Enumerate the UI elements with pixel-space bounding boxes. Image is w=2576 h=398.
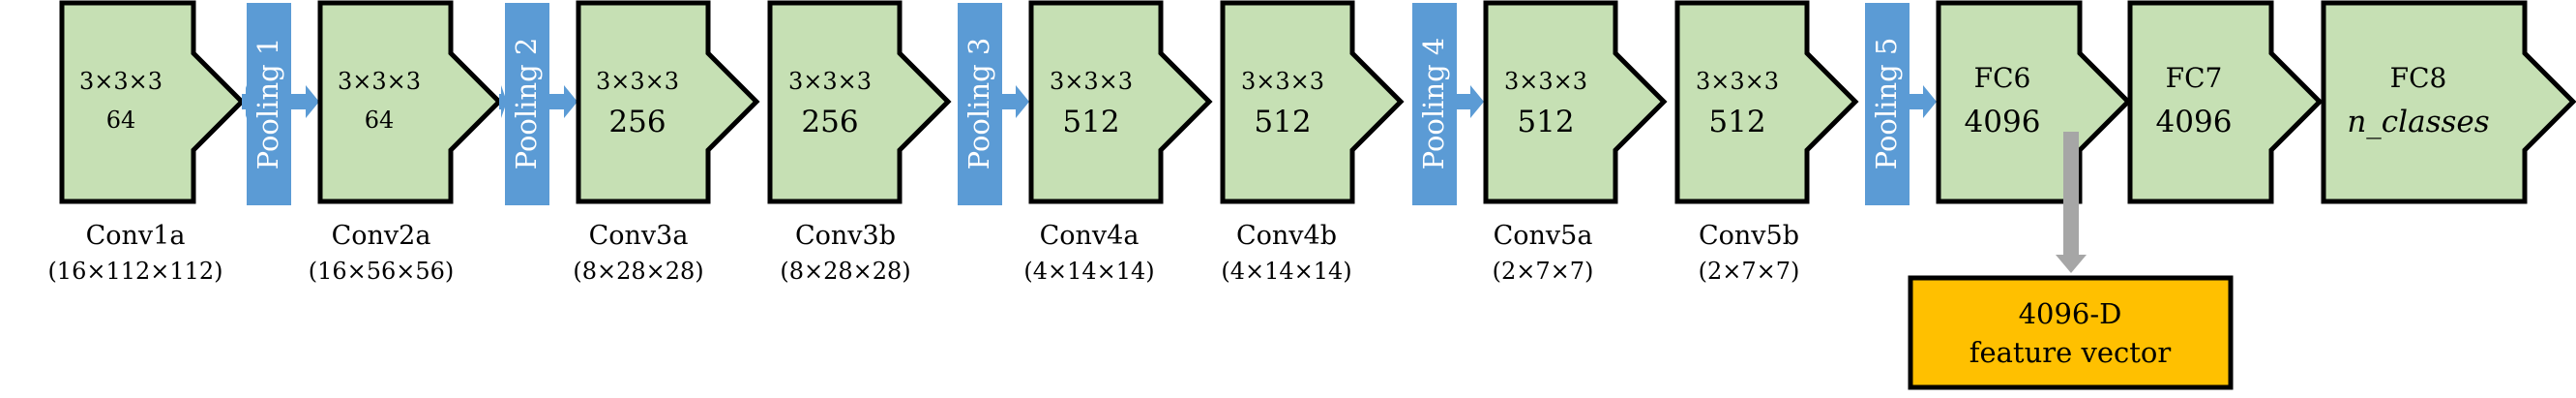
block-conv2a: 3×3×3 64 Conv2a (16×56×56) <box>309 0 503 285</box>
block-conv1a-name: Conv1a <box>86 221 186 251</box>
block-conv4b-channels: 512 <box>1254 105 1311 139</box>
block-conv4b-kernel: 3×3×3 <box>1241 68 1324 95</box>
block-fc7-shape <box>2127 0 2324 204</box>
block-conv5a-channels: 512 <box>1517 105 1574 139</box>
block-conv4b: 3×3×3 512 Conv4b (4×14×14) <box>1220 0 1405 285</box>
arrow-fc6-feature <box>2056 132 2087 273</box>
block-conv2a-kernel: 3×3×3 <box>338 68 421 95</box>
block-conv5b-dims: (2×7×7) <box>1699 258 1800 285</box>
pool-4-label: Pooling 4 <box>1417 38 1450 170</box>
block-conv2a-dims: (16×56×56) <box>309 258 455 285</box>
block-conv3a-channels: 256 <box>608 105 666 139</box>
pool-2: Pooling 2 <box>505 3 549 205</box>
block-conv3b-name: Conv3b <box>795 221 896 251</box>
block-conv5b-shape <box>1674 0 1859 204</box>
block-conv3a-name: Conv3a <box>589 221 689 251</box>
pool-2-label: Pooling 2 <box>510 38 543 170</box>
block-conv5a: 3×3×3 512 Conv5a (2×7×7) <box>1483 0 1668 285</box>
pool-5-label: Pooling 5 <box>1870 38 1903 170</box>
block-conv5b-kernel: 3×3×3 <box>1696 68 1779 95</box>
block-conv2a-shape <box>317 0 503 204</box>
arrow-pool2-conv3a <box>549 85 577 118</box>
pool-4-shape <box>1412 3 1457 205</box>
block-conv3a-shape <box>576 0 760 204</box>
block-fc7-units: 4096 <box>2156 105 2233 139</box>
block-conv3b-shape <box>767 0 952 204</box>
block-conv3b-kernel: 3×3×3 <box>788 68 872 95</box>
block-conv5a-name: Conv5a <box>1494 221 1593 251</box>
block-conv5b: 3×3×3 512 Conv5b (2×7×7) <box>1674 0 1859 285</box>
block-conv5a-shape <box>1483 0 1668 204</box>
pool-5: Pooling 5 <box>1865 3 1910 205</box>
block-fc8-units: n_classes <box>2347 105 2489 139</box>
block-conv1a: 3×3×3 64 Conv1a (16×112×112) <box>47 0 246 285</box>
block-fc6-shape <box>1936 0 2132 204</box>
arrow-conv2a-pool2 <box>499 85 507 118</box>
pool-5-shape <box>1865 3 1910 205</box>
pool-1-shape <box>247 3 291 205</box>
block-conv3b: 3×3×3 256 Conv3b (8×28×28) <box>767 0 952 285</box>
block-conv1a-channels: 64 <box>106 107 136 134</box>
block-conv3b-dims: (8×28×28) <box>780 258 910 285</box>
pool-3-label: Pooling 3 <box>962 38 995 170</box>
block-conv3a-dims: (8×28×28) <box>573 258 703 285</box>
block-conv5a-dims: (2×7×7) <box>1493 258 1594 285</box>
block-conv3b-channels: 256 <box>801 105 858 139</box>
arrow-pool5-fc6 <box>1910 85 1937 118</box>
block-conv4a-channels: 512 <box>1062 105 1119 139</box>
block-conv3a-kernel: 3×3×3 <box>596 68 679 95</box>
pool-3: Pooling 3 <box>958 3 1002 205</box>
block-fc6: FC6 4096 <box>1936 0 2132 204</box>
block-conv1a-kernel: 3×3×3 <box>79 68 163 95</box>
block-conv4a-kernel: 3×3×3 <box>1050 68 1133 95</box>
feature-vector-box: 4096-D feature vector <box>1908 275 2234 390</box>
block-conv1a-dims: (16×112×112) <box>47 258 222 285</box>
block-conv4b-name: Conv4b <box>1236 221 1337 251</box>
pool-4: Pooling 4 <box>1412 3 1457 205</box>
block-conv5b-channels: 512 <box>1708 105 1765 139</box>
block-fc7: FC7 4096 <box>2127 0 2324 204</box>
block-conv4a: 3×3×3 512 Conv4a (4×14×14) <box>1023 0 1213 285</box>
block-fc8-title: FC8 <box>2390 62 2447 94</box>
block-conv1a-shape <box>59 0 246 204</box>
block-conv5b-name: Conv5b <box>1699 221 1799 251</box>
block-conv4a-shape <box>1028 0 1213 204</box>
block-conv2a-name: Conv2a <box>332 221 431 251</box>
block-fc8: FC8 n_classes <box>2321 0 2576 204</box>
arrow-pool4-conv5a <box>1457 85 1484 118</box>
pool-2-shape <box>505 3 549 205</box>
pool-3-shape <box>958 3 1002 205</box>
pool-1: Pooling 1 <box>247 3 291 205</box>
block-fc6-title: FC6 <box>1974 62 2031 94</box>
block-fc8-shape <box>2321 0 2576 204</box>
block-conv2a-channels: 64 <box>365 107 395 134</box>
block-conv4b-shape <box>1220 0 1405 204</box>
feature-vector-dim: 4096-D <box>2019 297 2122 330</box>
block-fc6-units: 4096 <box>1965 105 2041 139</box>
block-conv4b-dims: (4×14×14) <box>1221 258 1351 285</box>
block-conv4a-dims: (4×14×14) <box>1023 258 1154 285</box>
block-conv5a-kernel: 3×3×3 <box>1504 68 1587 95</box>
block-conv3a: 3×3×3 256 Conv3a (8×28×28) <box>573 0 760 285</box>
feature-vector-shape <box>1908 275 2234 390</box>
block-conv4a-name: Conv4a <box>1040 221 1140 251</box>
arrow-pool3-conv4a <box>1002 85 1029 118</box>
block-fc7-title: FC7 <box>2166 62 2223 94</box>
pool-1-label: Pooling 1 <box>252 38 284 170</box>
feature-vector-label: feature vector <box>1969 336 2172 369</box>
arrow-pool1-conv2a <box>291 85 319 118</box>
